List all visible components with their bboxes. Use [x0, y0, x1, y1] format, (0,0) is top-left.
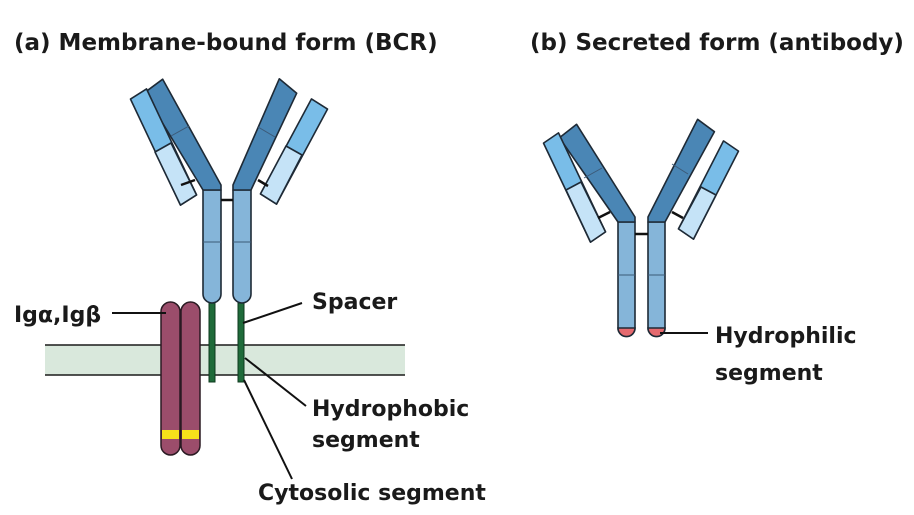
label-cytosolic: Cytosolic segment: [258, 481, 486, 506]
label-hydrophilic-line2: segment: [715, 361, 823, 386]
antibody-disulfide-left: [597, 210, 611, 220]
label-hydrophobic-line1: Hydrophobic: [312, 397, 469, 422]
antibody-heavy-stem-right: [647, 221, 666, 338]
disulfide-bond-right: [257, 178, 269, 188]
heavy-chain-stem-right: [232, 189, 252, 304]
title-secreted: (b) Secreted form (antibody): [530, 30, 904, 56]
heavy-chain-arm-right: [232, 78, 298, 191]
title-membrane-bound: (a) Membrane-bound form (BCR): [14, 30, 438, 56]
ig-alpha-chain: [160, 301, 181, 456]
light-chain-left: [129, 88, 198, 206]
light-chain-right: [259, 98, 329, 205]
ig-beta-chain: [180, 301, 201, 456]
antibody-disulfide-right: [671, 210, 684, 220]
membrane-band: [45, 345, 405, 375]
ig-alpha-beta-heterodimer: [160, 301, 201, 456]
label-hydrophilic-line1: Hydrophilic: [715, 324, 857, 349]
leader-spacer: [242, 302, 303, 324]
disulfide-bond-left: [180, 178, 196, 187]
antibody-heavy-arm-right: [647, 118, 716, 223]
antibody-light-chain-right: [677, 140, 740, 240]
itam-mark-beta: [182, 430, 199, 439]
hydrophilic-tip-left: [617, 327, 636, 338]
label-hydrophobic-line2: segment: [312, 428, 420, 453]
antibody-light-chain-left: [542, 132, 607, 243]
transmembrane-segment-left: [208, 302, 216, 383]
antibody-heavy-arm-left: [558, 123, 636, 223]
hydrophilic-tip-right: [647, 327, 666, 338]
antibody-heavy-stem-left: [617, 221, 636, 338]
secreted-antibody: [542, 118, 740, 338]
leader-cytosolic: [243, 379, 293, 480]
bcr-molecule: [129, 78, 329, 383]
itam-mark-alpha: [162, 430, 179, 439]
leader-hydrophobic: [244, 357, 307, 407]
heavy-chain-stem-left: [202, 189, 222, 304]
label-ig-alpha-beta: Igα,Igβ: [14, 303, 101, 328]
transmembrane-segment-right: [237, 302, 245, 383]
cell-membrane: [45, 344, 405, 376]
label-spacer: Spacer: [312, 290, 397, 315]
